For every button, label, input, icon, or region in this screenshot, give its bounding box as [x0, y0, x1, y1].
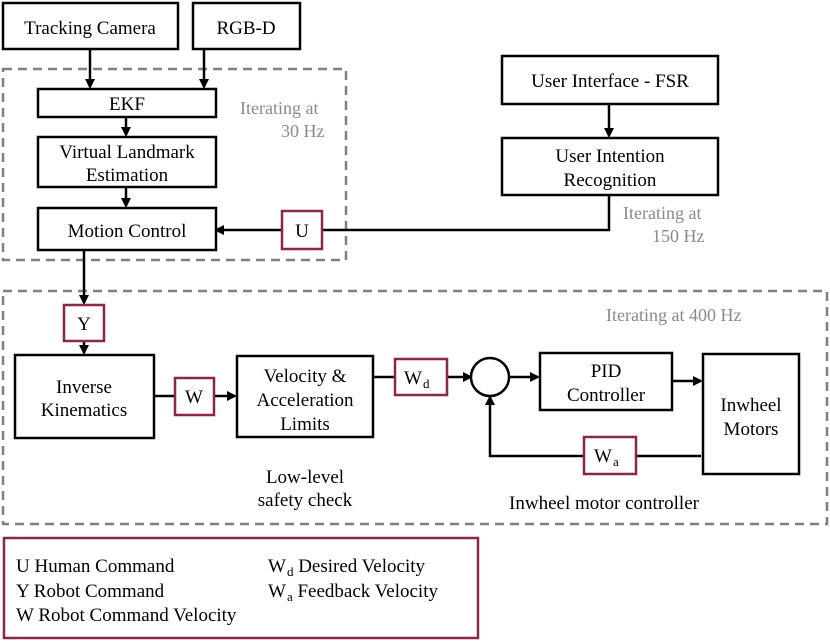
wire-intention-u: [322, 195, 611, 232]
legend-y: Y Robot Command: [16, 581, 165, 602]
signal-w-box: W: [173, 376, 216, 417]
ekf-label: EKF: [109, 94, 145, 115]
inverse-kinematics-block: Inverse Kinematics: [13, 353, 156, 440]
connections: [79, 49, 703, 458]
landmark-block: Virtual Landmark Estimation: [36, 135, 218, 189]
summing-junction: [469, 356, 511, 398]
legend: U Human Command Y Robot Command W Robot …: [2, 536, 480, 640]
user-intention-block: User Intention Recognition: [500, 136, 720, 197]
signal-y-box: Y: [62, 303, 106, 343]
user-interface-label: User Interface - FSR: [531, 71, 689, 92]
rate-400hz: Iterating at 400 Hz: [606, 305, 741, 325]
velocity-label-line2: Acceleration: [256, 390, 354, 411]
motors-label-line1: Inwheel: [720, 395, 781, 416]
tracking-camera-label: Tracking Camera: [24, 18, 156, 39]
velocity-limits-block: Velocity & Acceleration Limits: [235, 354, 375, 439]
wire-wa-sum: [485, 395, 584, 458]
rgbd-block: RGB-D: [191, 1, 302, 51]
user-intention-label-line1: User Intention: [555, 146, 665, 167]
region-400hz: [1, 289, 829, 526]
motion-control-label: Motion Control: [68, 221, 187, 242]
velocity-label-line1: Velocity &: [264, 366, 347, 387]
signal-y-label: Y: [77, 314, 91, 335]
signal-w-label: W: [185, 387, 203, 408]
ik-label-line1: Inverse: [56, 377, 112, 398]
ik-label-line2: Kinematics: [41, 400, 128, 421]
legend-wd: Wd Desired Velocity: [268, 556, 425, 579]
rate-30hz-line1: Iterating at: [240, 98, 318, 118]
motor-controller-caption: Inwheel motor controller: [509, 493, 700, 514]
signal-wa-label: Wa: [594, 446, 619, 469]
ekf-block: EKF: [36, 87, 218, 119]
motion-control-block: Motion Control: [36, 206, 218, 252]
signal-wd-box: Wd: [393, 357, 449, 397]
pid-label-line2: Controller: [567, 385, 646, 406]
rgbd-label: RGB-D: [216, 18, 275, 39]
motors-label-line2: Motors: [724, 419, 779, 440]
legend-u: U Human Command: [16, 556, 175, 577]
legend-wa: Wa Feedback Velocity: [268, 581, 438, 604]
pid-label-line1: PID: [591, 361, 622, 382]
inwheel-motors-block: Inwheel Motors: [701, 352, 801, 476]
landmark-label-line1: Virtual Landmark: [59, 142, 195, 163]
user-intention-label-line2: Recognition: [564, 170, 657, 191]
rate-30hz-line2: 30 Hz: [281, 121, 325, 141]
safety-check-line2: safety check: [258, 490, 353, 511]
velocity-label-line3: Limits: [280, 414, 330, 435]
signal-wa-box: Wa: [582, 435, 638, 476]
rate-150hz-line2: 150 Hz: [652, 226, 705, 246]
legend-frame: [2, 536, 480, 640]
safety-check-line1: Low-level: [266, 467, 344, 488]
signal-u-label: U: [295, 221, 309, 242]
region-30hz: [1, 67, 348, 262]
pid-controller-block: PID Controller: [538, 351, 674, 412]
signal-u-box: U: [280, 209, 324, 251]
user-interface-block: User Interface - FSR: [500, 54, 720, 106]
legend-w: W Robot Command Velocity: [16, 605, 237, 626]
signal-wd-label: Wd: [404, 368, 430, 391]
landmark-label-line2: Estimation: [86, 165, 169, 186]
tracking-camera-block: Tracking Camera: [1, 1, 180, 51]
rate-150hz-line1: Iterating at: [623, 203, 701, 223]
